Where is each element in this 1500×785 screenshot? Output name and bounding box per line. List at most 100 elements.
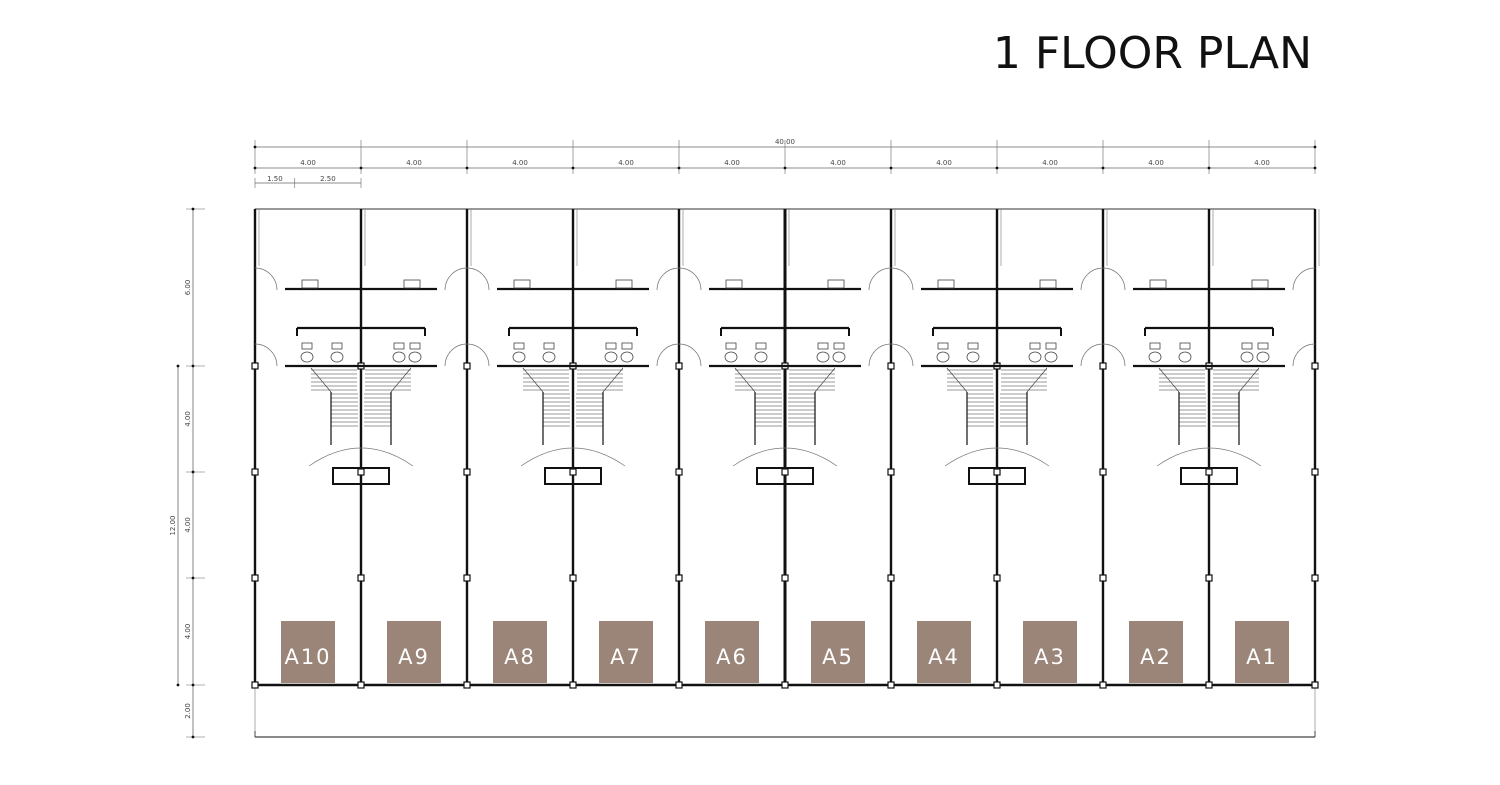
dim-dot	[191, 735, 195, 739]
column	[781, 574, 789, 582]
dim-text-module: 4.00	[1148, 159, 1164, 167]
door-swing	[1102, 267, 1126, 291]
column	[1099, 681, 1107, 689]
stair-edge	[946, 367, 968, 393]
dim-dot	[359, 166, 363, 170]
door-swing	[656, 267, 680, 291]
stair-edge	[310, 367, 332, 393]
column	[781, 681, 789, 689]
toilet-icon	[392, 351, 406, 363]
door-swing	[1292, 267, 1316, 291]
toilet-tank-icon	[605, 342, 617, 350]
door-swing	[444, 343, 468, 367]
toilet-icon	[604, 351, 618, 363]
unit-label: A5	[822, 645, 854, 669]
column	[993, 468, 1001, 476]
dim-text-sub: 1.50	[267, 175, 283, 183]
dim-text-module: 4.00	[936, 159, 952, 167]
unit-label: A2	[1140, 645, 1172, 669]
column	[463, 681, 471, 689]
column	[993, 574, 1001, 582]
column	[251, 574, 259, 582]
column	[251, 362, 259, 370]
column	[1205, 468, 1213, 476]
landing-arc	[520, 447, 626, 467]
toilet-tank-icon	[1045, 342, 1057, 350]
toilet-icon	[832, 351, 846, 363]
column	[463, 362, 471, 370]
fixtures	[254, 267, 1316, 367]
landing-box	[332, 467, 390, 485]
dim-text-module: 4.00	[830, 159, 846, 167]
toilet-icon	[542, 351, 556, 363]
toilet-icon	[1240, 351, 1254, 363]
stair-edge	[814, 367, 836, 393]
dim-text-module: 4.00	[406, 159, 422, 167]
dim-text-left: 4.00	[184, 517, 192, 533]
door-swing	[466, 343, 490, 367]
column	[1205, 681, 1213, 689]
toilet-tank-icon	[1179, 342, 1191, 350]
toilet-tank-icon	[621, 342, 633, 350]
unit-label: A6	[716, 645, 748, 669]
sink-icon	[513, 279, 531, 289]
dim-text-module: 4.00	[724, 159, 740, 167]
unit-label: A3	[1034, 645, 1066, 669]
door-swing	[656, 343, 680, 367]
dim-dot	[995, 166, 999, 170]
unit-label: A4	[928, 645, 960, 669]
dim-text-module: 4.00	[618, 159, 634, 167]
dim-dot	[1313, 166, 1317, 170]
toilet-tank-icon	[967, 342, 979, 350]
column	[357, 574, 365, 582]
toilet-tank-icon	[331, 342, 343, 350]
door-swing	[678, 267, 702, 291]
toilet-tank-icon	[1029, 342, 1041, 350]
door-swing	[1080, 267, 1104, 291]
stair-edge	[1238, 367, 1260, 393]
column	[887, 362, 895, 370]
door-swing	[868, 343, 892, 367]
column	[569, 468, 577, 476]
sink-icon	[1149, 279, 1167, 289]
toilet-tank-icon	[937, 342, 949, 350]
dim-dot	[465, 166, 469, 170]
unit-tag	[1235, 621, 1289, 683]
toilet-tank-icon	[1149, 342, 1161, 350]
column	[781, 468, 789, 476]
dim-text-module: 4.00	[512, 159, 528, 167]
toilet-tank-icon	[543, 342, 555, 350]
unit-label: A8	[504, 645, 536, 669]
unit-tag	[917, 621, 971, 683]
door-swing	[890, 343, 914, 367]
unit-label: A7	[610, 645, 642, 669]
stair-edge	[1026, 367, 1048, 393]
unit-tag	[493, 621, 547, 683]
dim-text-left: 2.00	[184, 703, 192, 719]
toilet-icon	[620, 351, 634, 363]
column	[251, 468, 259, 476]
dim-text-left-total: 12.00	[169, 515, 177, 535]
column	[993, 681, 1001, 689]
column	[1205, 574, 1213, 582]
column	[463, 468, 471, 476]
dim-dot	[191, 683, 195, 687]
column	[675, 362, 683, 370]
stairs	[308, 367, 1262, 485]
landing-box	[968, 467, 1026, 485]
dim-dot	[1101, 166, 1105, 170]
stair-edge	[522, 367, 544, 393]
toilet-icon	[1178, 351, 1192, 363]
dim-dot	[191, 364, 195, 368]
unit-tag	[281, 621, 335, 683]
door-swing	[254, 343, 278, 367]
toilet-tank-icon	[817, 342, 829, 350]
toilet-icon	[754, 351, 768, 363]
dim-dot	[1207, 166, 1211, 170]
dim-dot	[253, 166, 257, 170]
landing-box	[756, 467, 814, 485]
toilet-icon	[966, 351, 980, 363]
sink-icon	[1039, 279, 1057, 289]
dim-text-module: 4.00	[300, 159, 316, 167]
